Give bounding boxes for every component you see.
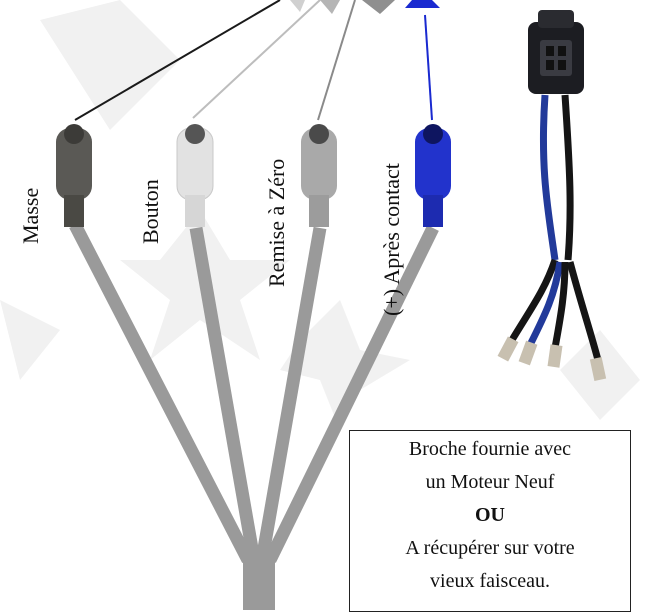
wire-masse bbox=[74, 0, 281, 121]
upper-wires bbox=[74, 0, 433, 121]
connector-raz bbox=[301, 124, 337, 227]
label-bouton: Bouton bbox=[138, 179, 163, 244]
connector-apc bbox=[415, 124, 451, 227]
wire-apc bbox=[424, 14, 433, 121]
harness-wires bbox=[69, 222, 439, 563]
plug-pigtail bbox=[497, 10, 607, 382]
label-apres-contact: (+) Après contact bbox=[379, 163, 404, 316]
harness-bundle bbox=[243, 545, 275, 610]
note-line-5: vieux faisceau. bbox=[430, 570, 550, 592]
wire-bouton bbox=[192, 0, 321, 119]
note-line-1: Broche fournie avec bbox=[408, 438, 572, 460]
label-masse: Masse bbox=[18, 187, 43, 244]
note-line-4: A récupérer sur votre bbox=[405, 537, 575, 559]
note-box: Broche fournie avec un Moteur Neuf OU A … bbox=[349, 430, 631, 612]
note-line-2: un Moteur Neuf bbox=[425, 471, 555, 493]
connector-bouton bbox=[176, 124, 214, 227]
blue-terminal-tip bbox=[405, 0, 440, 8]
note-line-or: OU bbox=[475, 504, 505, 526]
connector-masse bbox=[56, 124, 92, 227]
top-fragments bbox=[290, 0, 440, 14]
wire-raz bbox=[317, 0, 356, 121]
label-remise-a-zero: Remise à Zéro bbox=[264, 158, 289, 287]
